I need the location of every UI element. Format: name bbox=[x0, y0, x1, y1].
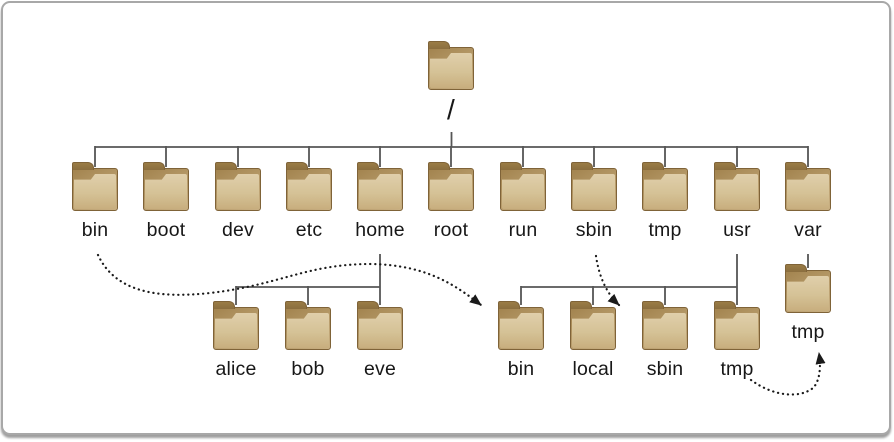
folder-label: sbin bbox=[646, 358, 684, 380]
symlink-arrow-bin-to-usr-bin bbox=[96, 253, 483, 307]
folder-label: var bbox=[794, 219, 822, 241]
folder-label: etc bbox=[295, 219, 323, 241]
fs-node-dev: dev bbox=[203, 161, 273, 241]
fs-node-usr-bin: bin bbox=[486, 300, 556, 380]
folder-icon bbox=[286, 162, 332, 211]
folder-icon bbox=[570, 301, 616, 350]
diagram-card: / bin boot dev etc home root run bbox=[1, 1, 891, 435]
folder-icon bbox=[785, 264, 831, 313]
folder-icon bbox=[642, 301, 688, 350]
folder-label: bob bbox=[291, 358, 325, 380]
folder-label: local bbox=[572, 358, 614, 380]
folder-icon bbox=[357, 301, 403, 350]
fs-node-tmp: tmp bbox=[630, 161, 700, 241]
folder-label: eve bbox=[363, 358, 397, 380]
folder-label: bin bbox=[81, 219, 109, 241]
fs-node-usr-tmp: tmp bbox=[702, 300, 772, 380]
folder-icon bbox=[72, 162, 118, 211]
fs-node-usr-sbin: sbin bbox=[630, 300, 700, 380]
folder-icon bbox=[143, 162, 189, 211]
folder-label: usr bbox=[723, 219, 751, 241]
fs-node-usr: usr bbox=[702, 161, 772, 241]
fs-node-root-slash: / bbox=[416, 40, 486, 125]
fs-node-root: root bbox=[416, 161, 486, 241]
folder-label: tmp bbox=[648, 219, 682, 241]
filesystem-tree-diagram: / bin boot dev etc home root run bbox=[3, 3, 889, 433]
folder-icon bbox=[714, 301, 760, 350]
folder-icon bbox=[714, 162, 760, 211]
folder-label: tmp bbox=[791, 321, 825, 343]
fs-node-etc: etc bbox=[274, 161, 344, 241]
folder-label: sbin bbox=[575, 219, 613, 241]
folder-icon bbox=[498, 301, 544, 350]
folder-label: / bbox=[447, 94, 455, 125]
folder-icon bbox=[571, 162, 617, 211]
fs-node-bin: bin bbox=[60, 161, 130, 241]
folder-label: alice bbox=[215, 358, 257, 380]
fs-node-home-bob: bob bbox=[273, 300, 343, 380]
folder-label: root bbox=[433, 219, 469, 241]
folder-label: boot bbox=[146, 219, 186, 241]
folder-label: home bbox=[355, 219, 405, 241]
folder-icon bbox=[785, 162, 831, 211]
folder-icon bbox=[357, 162, 403, 211]
fs-node-usr-local: local bbox=[558, 300, 628, 380]
folder-label: dev bbox=[221, 219, 255, 241]
folder-icon bbox=[428, 162, 474, 211]
folder-label: bin bbox=[507, 358, 535, 380]
folder-icon bbox=[215, 162, 261, 211]
symlink-arrow-sbin-to-usr-sbin bbox=[594, 254, 621, 307]
folder-icon bbox=[500, 162, 546, 211]
folder-label: tmp bbox=[720, 358, 754, 380]
fs-node-var: var bbox=[773, 161, 843, 241]
fs-node-home-eve: eve bbox=[345, 300, 415, 380]
fs-node-home: home bbox=[345, 161, 415, 241]
fs-node-run: run bbox=[488, 161, 558, 241]
folder-icon bbox=[285, 301, 331, 350]
folder-icon bbox=[642, 162, 688, 211]
fs-node-sbin: sbin bbox=[559, 161, 629, 241]
fs-node-var-tmp: tmp bbox=[773, 263, 843, 343]
fs-node-home-alice: alice bbox=[201, 300, 271, 380]
folder-label: run bbox=[508, 219, 538, 241]
folder-icon bbox=[428, 41, 474, 90]
folder-icon bbox=[213, 301, 259, 350]
fs-node-boot: boot bbox=[131, 161, 201, 241]
